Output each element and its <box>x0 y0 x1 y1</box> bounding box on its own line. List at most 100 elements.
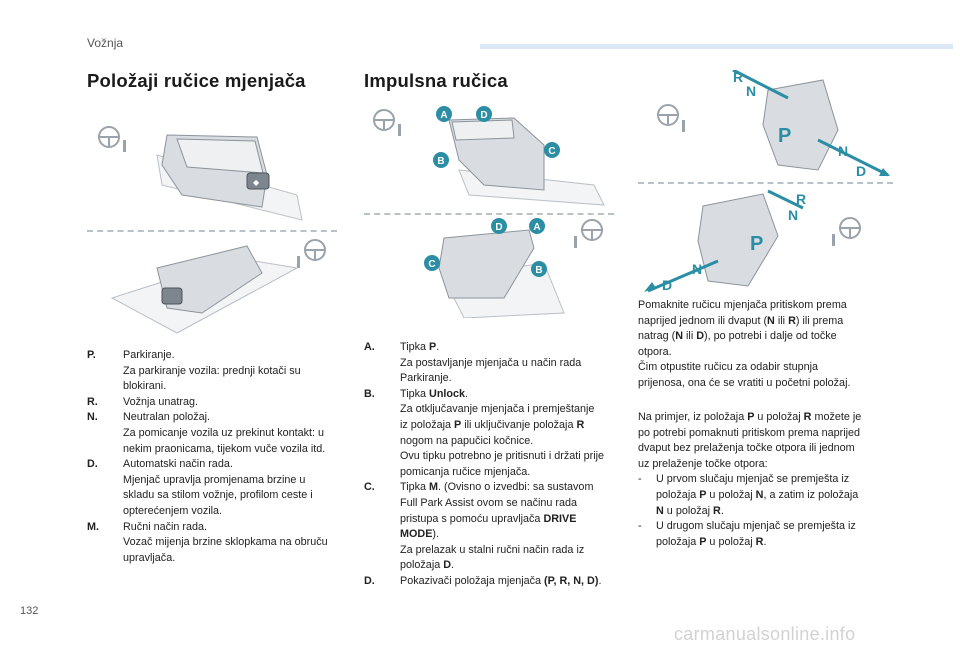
position-r-label: R <box>733 70 743 85</box>
item-line: Za pomicanje vozila uz prekinut kontakt:… <box>123 426 325 439</box>
item-key: M. <box>87 520 99 533</box>
text-line: naprijed jednom ili dvaput (N ili R) ili… <box>638 314 844 327</box>
steering-wheel-icon <box>832 217 861 246</box>
item-line: Mjenjač upravlja promjenama brzine u <box>123 473 306 486</box>
position-r-label: R <box>796 191 806 207</box>
callout-b: B <box>433 152 449 168</box>
col2-title: Impulsna ručica <box>364 70 508 91</box>
col2-list: A. Tipka P. Za postavljanje mjenjača u n… <box>364 340 620 590</box>
position-d-label: D <box>856 163 866 179</box>
divider <box>638 182 893 184</box>
bullet-dash: - <box>638 520 642 533</box>
divider <box>364 213 614 215</box>
text-line: položaja P u položaj N, a zatim iz polož… <box>656 488 859 501</box>
svg-text:◆: ◆ <box>253 178 260 187</box>
list-item-r: R. Vožnja unatrag. <box>87 395 342 411</box>
list-item-b: B. Tipka Unlock. Za otključavanje mjenja… <box>364 387 620 481</box>
header-bar <box>480 44 953 49</box>
svg-text:C: C <box>428 259 435 270</box>
text-line: U drugom slučaju mjenjač se premješta iz <box>656 520 856 533</box>
item-key: B. <box>364 387 375 400</box>
item-line: Tipka M. (Ovisno o izvedbi: sa sustavom <box>400 481 594 494</box>
position-p-label: P <box>750 233 763 255</box>
page-number: 132 <box>20 605 39 617</box>
item-line: Parkiranje. <box>400 372 452 385</box>
callout-c: C <box>544 142 560 158</box>
gear-lever-figure-2 <box>110 239 326 334</box>
item-line: Za otključavanje mjenjača i premještanje <box>400 403 595 416</box>
item-key: N. <box>87 411 98 424</box>
text-line: Čim otpustite ručicu za odabir stupnja <box>638 361 819 374</box>
callout-a: A <box>436 106 452 122</box>
list-item-a: A. Tipka P. Za postavljanje mjenjača u n… <box>364 340 620 387</box>
item-key: D. <box>364 574 375 587</box>
col1-title: Položaji ručice mjenjača <box>87 70 306 91</box>
text-line: prijenosa, ona će se vratiti u početni p… <box>638 376 851 389</box>
item-line: Vozač mijenja brzine sklopkama na obruču <box>123 536 328 549</box>
gear-lever-figure-1: ◆ <box>98 126 303 221</box>
position-n-label: N <box>788 207 798 223</box>
svg-text:A: A <box>440 110 447 121</box>
item-line: Tipka P. <box>400 341 440 353</box>
position-n-label: N <box>838 143 848 159</box>
steering-wheel-icon <box>98 126 126 152</box>
item-line: upravljača. <box>123 551 176 564</box>
svg-text:A: A <box>533 222 540 233</box>
item-line: Parkiranje. <box>123 349 175 361</box>
impulse-lever-figure-1: A D B C <box>373 106 605 206</box>
text-line: N u položaj R. <box>656 504 724 517</box>
text-line: Pomaknite ručicu mjenjača pritiskom prem… <box>638 299 847 311</box>
steering-wheel-icon <box>297 239 326 268</box>
item-key: A. <box>364 341 375 353</box>
text-line: po potrebi pomaknuti pritiskom prema nap… <box>638 426 861 439</box>
text-line: položaja P u položaj R. <box>656 535 767 548</box>
item-line: skladu sa stilom vožnje, profilom ceste … <box>123 489 313 502</box>
item-line: Ovu tipku potrebno je pritisnuti i držat… <box>400 450 605 463</box>
item-key: C. <box>364 481 375 494</box>
item-line: Za postavljanje mjenjača u način rada <box>400 356 582 369</box>
list-item-p: P. Parkiranje. Za parkiranje vozila: pre… <box>87 348 342 395</box>
list-item-n: N. Neutralan položaj. Za pomicanje vozil… <box>87 410 342 457</box>
callout-c: C <box>424 255 440 271</box>
steering-wheel-icon <box>373 109 401 136</box>
item-line: Ručni način rada. <box>123 520 208 533</box>
watermark: carmanualsonline.info <box>674 624 856 644</box>
text-line: natrag (N ili D), po potrebi i dalje od … <box>638 330 837 343</box>
item-line: Automatski način rada. <box>123 458 233 471</box>
svg-text:D: D <box>480 110 487 121</box>
item-line: Neutralan položaj. <box>123 411 211 424</box>
svg-text:D: D <box>495 222 502 233</box>
item-line: opterećenjem vozila. <box>123 504 223 517</box>
item-line: Za prelazak u stalni ručni način rada iz <box>400 543 585 556</box>
callout-b: B <box>531 261 547 277</box>
impulse-lever-figure-2: D A C B <box>424 218 603 318</box>
callout-d: D <box>476 106 492 122</box>
divider <box>87 230 337 232</box>
lever-movement-figure-1: R N P N D <box>657 70 890 179</box>
list-item-c: C. Tipka M. (Ovisno o izvedbi: sa sustav… <box>364 480 620 574</box>
col1-list: P. Parkiranje. Za parkiranje vozila: pre… <box>87 348 342 566</box>
item-key: R. <box>87 395 98 408</box>
item-line: položaja D. <box>400 559 455 572</box>
item-key: P. <box>87 349 96 361</box>
position-p-label: P <box>778 125 791 147</box>
position-d-label: D <box>662 277 672 293</box>
svg-text:B: B <box>437 156 444 167</box>
list-item-d: D. Pokazivači položaja mjenjača (P, R, N… <box>364 574 620 590</box>
bullet-dash: - <box>638 473 642 486</box>
callout-d: D <box>491 218 507 234</box>
lever-movement-figure-2: R N P N D <box>644 189 861 293</box>
item-line: iz položaja P ili uključivanje položaja … <box>400 418 585 431</box>
bullet-item: - U drugom slučaju mjenjač se premješta … <box>638 519 896 550</box>
steering-wheel-icon <box>574 219 603 248</box>
list-item-m: M. Ručni način rada. Vozač mijenja brzin… <box>87 520 342 567</box>
steering-wheel-icon <box>657 104 685 132</box>
bullet-item: - U prvom slučaju mjenjač se premješta i… <box>638 472 896 519</box>
item-line: MODE). <box>400 528 440 541</box>
text-line: U prvom slučaju mjenjač se premješta iz <box>656 473 850 486</box>
item-line: pomicanja ručice mjenjača. <box>400 465 531 478</box>
item-line: nekim praonicama, tijekom vuče vozila it… <box>123 442 326 455</box>
item-line: nogom na papučici kočnice. <box>400 434 534 447</box>
col3-para-1: Pomaknite ručicu mjenjača pritiskom prem… <box>638 298 896 392</box>
col3-para-2: Na primjer, iz položaja P u položaj R mo… <box>638 410 896 550</box>
